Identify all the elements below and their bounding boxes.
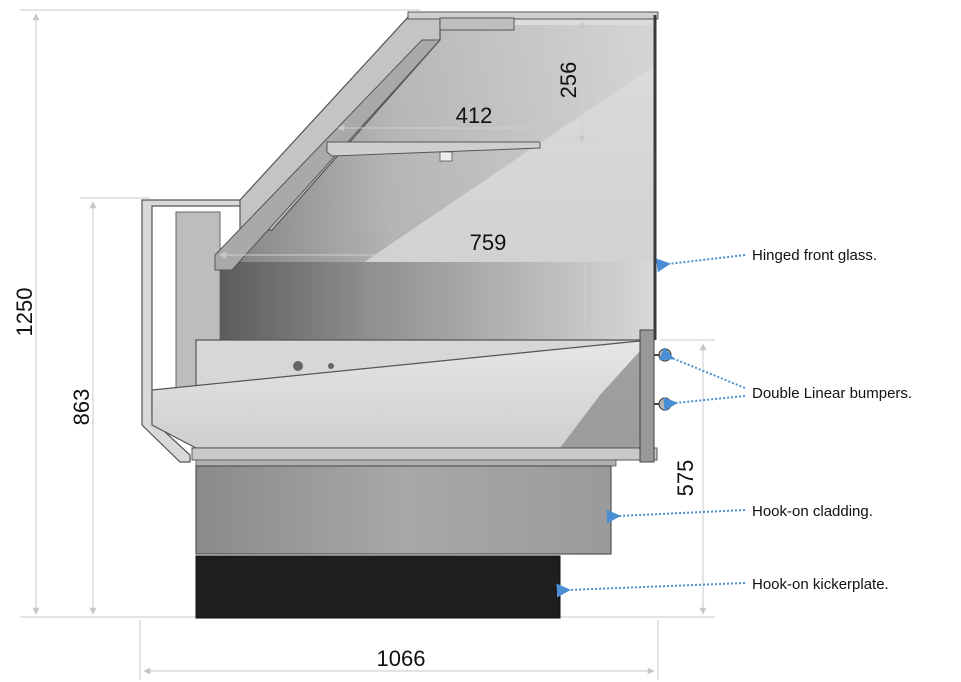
deck-hole <box>328 363 334 369</box>
dim-bumper-height: 575 <box>673 460 698 497</box>
callout-arrows <box>556 254 746 598</box>
linear-bumpers <box>654 348 672 411</box>
display-cabinet <box>141 11 659 467</box>
glass-shelf <box>326 141 541 157</box>
callout-front-glass: Hinged front glass. <box>752 247 877 264</box>
dim-shelf-height: 256 <box>556 62 581 99</box>
dim-total-width: 1066 <box>377 646 426 671</box>
dim-shelf-depth: 412 <box>456 103 493 128</box>
callout-arrow-kickerplate <box>556 582 746 598</box>
callout-cladding: Hook-on cladding. <box>752 503 873 520</box>
callout-arrow-cladding <box>606 509 746 524</box>
dim-counter-height: 863 <box>69 389 94 426</box>
callout-arrow-bumper-lower <box>663 395 746 412</box>
shelf-bracket <box>439 151 453 162</box>
canopy-top <box>407 11 659 20</box>
callout-bumpers: Double Linear bumpers. <box>752 385 912 402</box>
lower-interior <box>215 262 655 342</box>
interior-dimension-lines <box>219 21 600 325</box>
callout-arrow-bumper-upper <box>658 347 746 389</box>
dim-deck-depth: 759 <box>470 230 507 255</box>
basin-shadow <box>560 340 650 448</box>
callout-kickerplate: Hook-on kickerplate. <box>752 576 889 593</box>
front-post <box>639 329 655 463</box>
deck-hole <box>293 361 303 371</box>
dim-total-height: 1250 <box>12 288 37 337</box>
bottom-rail-lower <box>195 459 617 467</box>
callout-arrow-front-glass <box>656 254 746 273</box>
canopy-light <box>439 17 515 31</box>
hook-on-kickerplate <box>195 555 561 619</box>
bumper-lower <box>658 397 672 411</box>
bottom-rail <box>191 447 658 461</box>
interior-shading <box>215 25 655 340</box>
bumper-upper <box>658 348 672 362</box>
hook-on-cladding <box>195 465 612 555</box>
